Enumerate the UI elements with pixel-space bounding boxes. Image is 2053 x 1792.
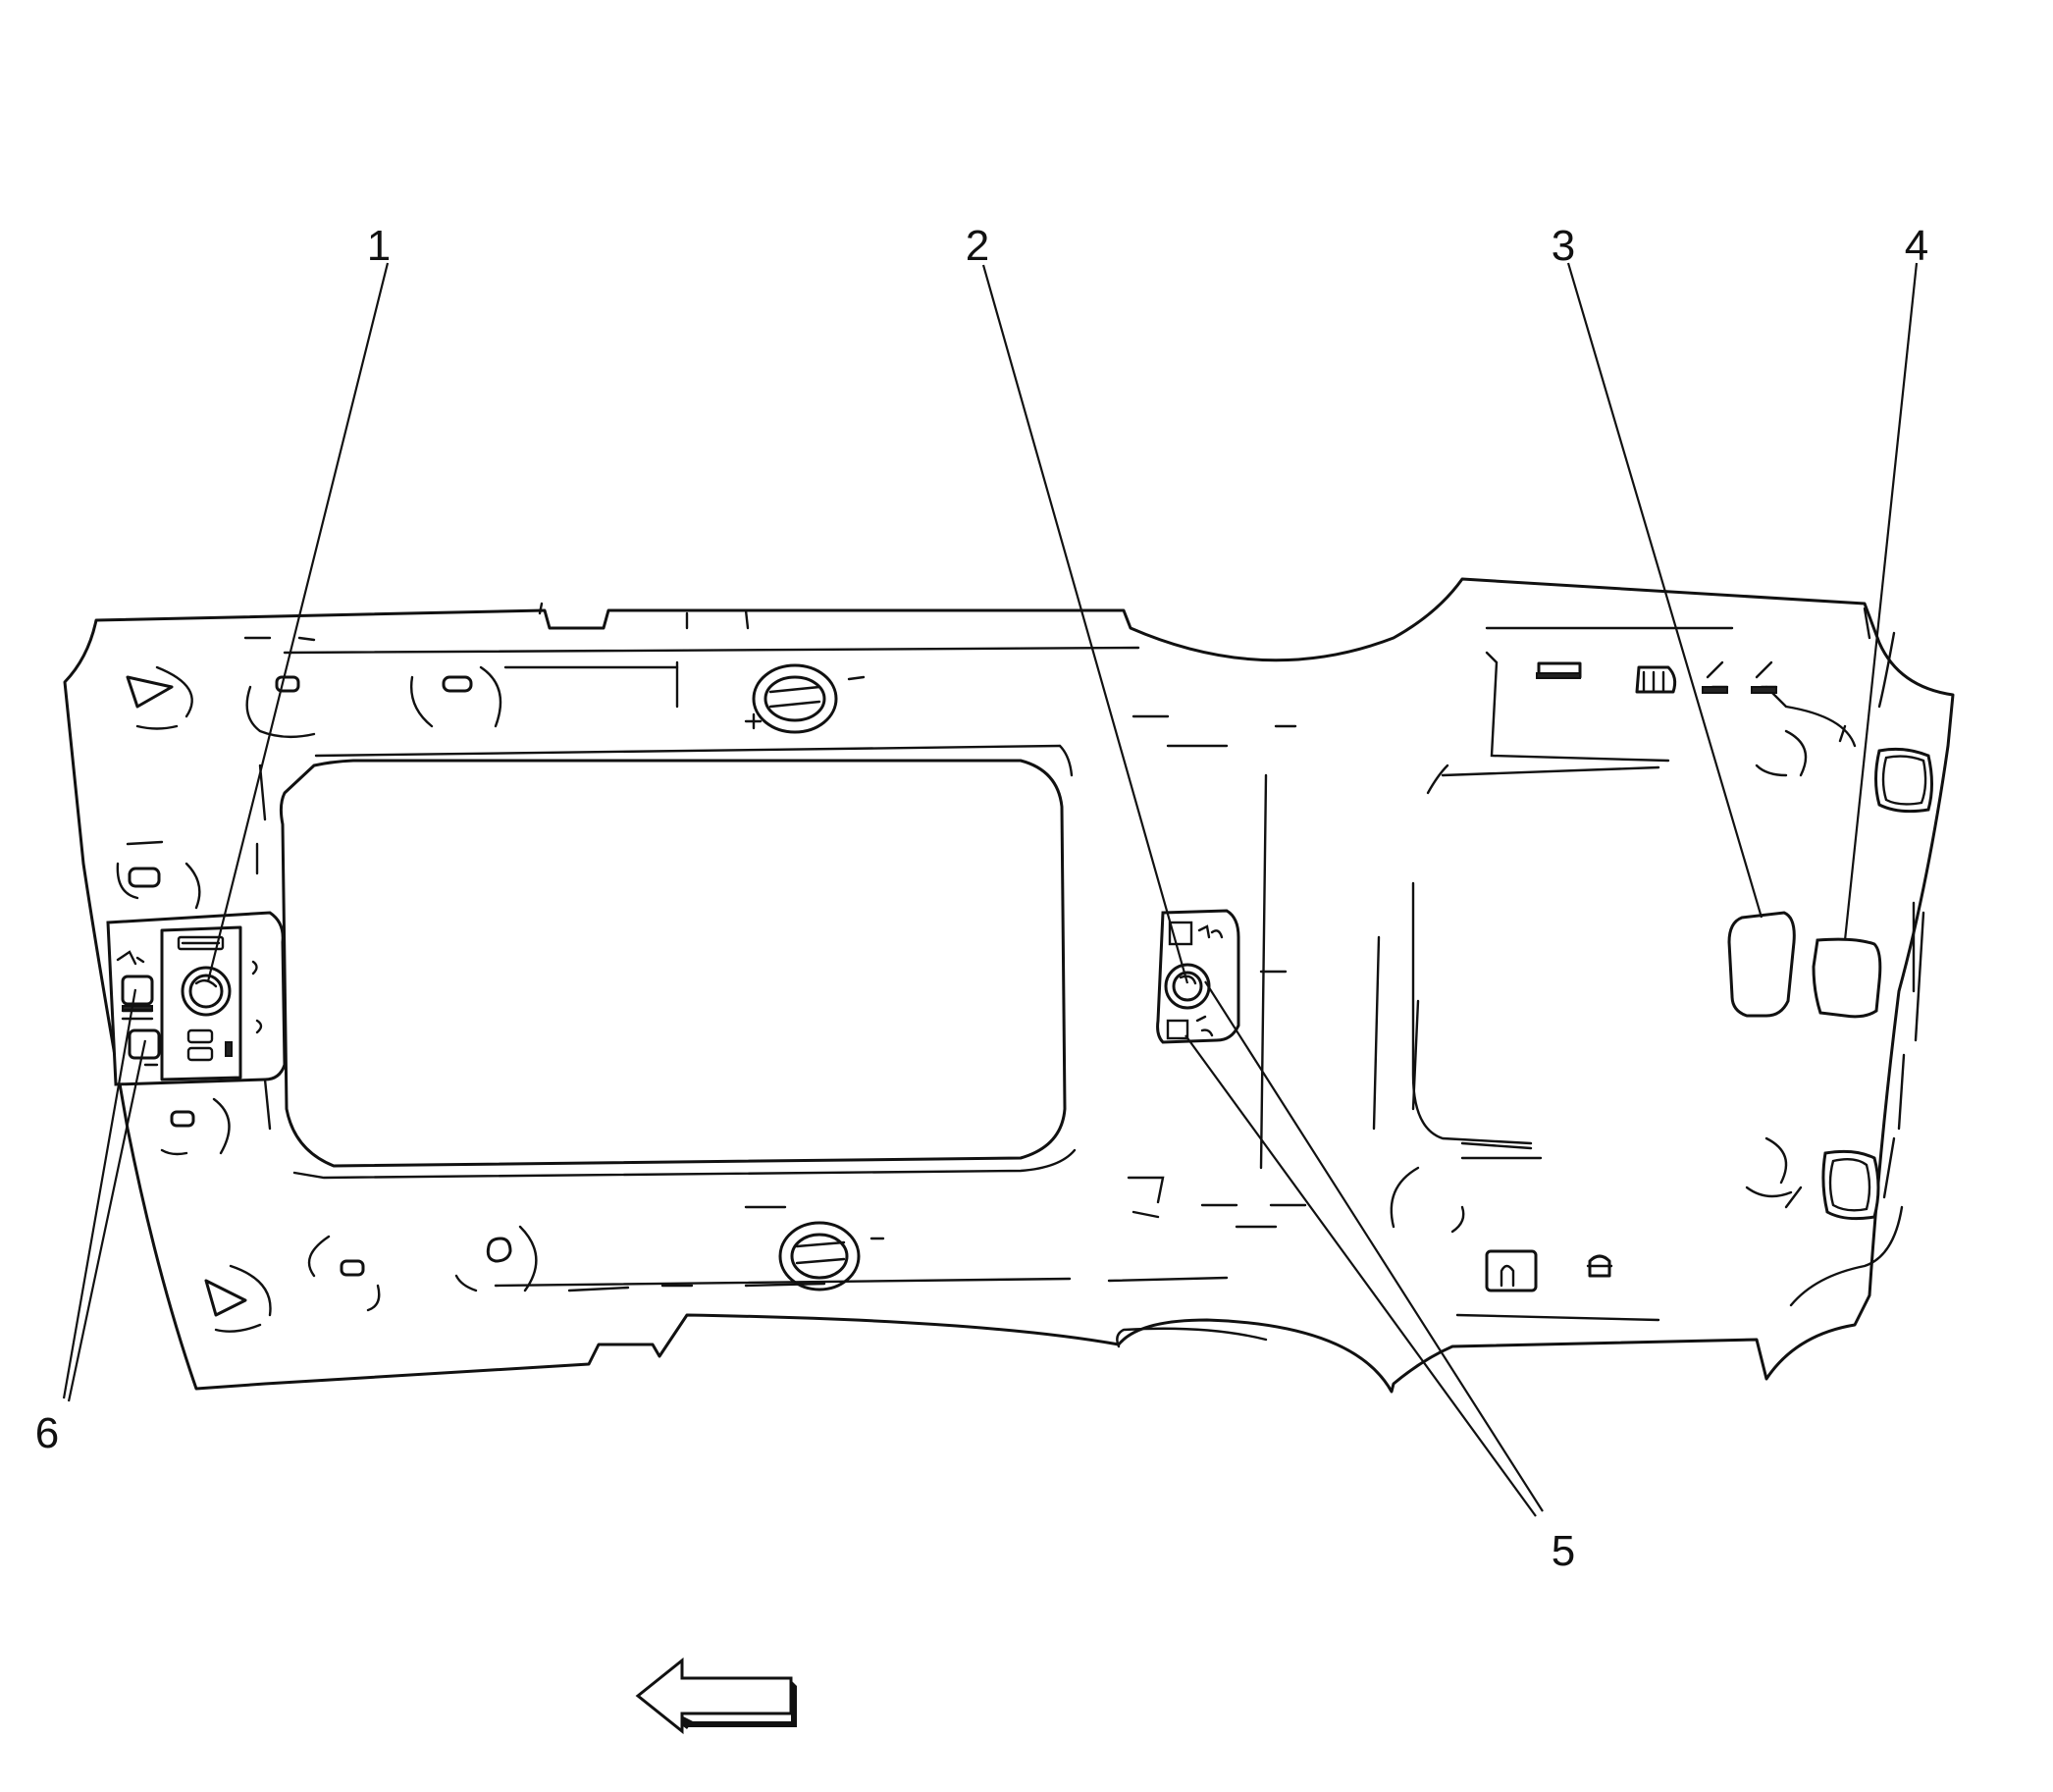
bottom-grab-handle-base [778, 1221, 885, 1291]
dome-lamp-center [1156, 909, 1240, 1044]
callout-2: 2 [966, 222, 989, 270]
callout-1: 1 [367, 222, 391, 270]
leader-line-2 [981, 264, 1189, 984]
console-switch-upper [116, 950, 154, 1006]
overhead-console-front [106, 911, 287, 1086]
leader-line-6a [62, 988, 137, 1399]
rear-reading-lamp-3 [1727, 911, 1796, 1018]
panel-detail-lines [126, 626, 1896, 1322]
callout-5: 5 [1552, 1527, 1575, 1575]
leader-lines [62, 262, 1919, 1517]
callout-labels: 1 2 3 4 5 6 [35, 222, 1928, 1575]
leader-line-6b [67, 1039, 147, 1402]
leader-line-5b [1184, 1034, 1537, 1517]
grab-handle-bases [744, 663, 885, 1291]
callout-6: 6 [35, 1409, 59, 1457]
leader-line-1 [206, 262, 390, 982]
console-lamp-lens [181, 966, 232, 1017]
left-arrow-icon [635, 1657, 797, 1735]
sunroof-opening [279, 744, 1077, 1288]
callout-3: 3 [1552, 222, 1575, 270]
leader-line-5a [1204, 980, 1544, 1512]
top-grab-handle-base [744, 663, 866, 734]
headliner-panel [63, 577, 1955, 1394]
leader-line-3 [1566, 262, 1763, 919]
retainer-clips [116, 660, 1933, 1333]
callout-4: 4 [1905, 222, 1928, 270]
rear-reading-lamp-4 [1812, 937, 1882, 1019]
leader-line-4 [1843, 262, 1919, 941]
